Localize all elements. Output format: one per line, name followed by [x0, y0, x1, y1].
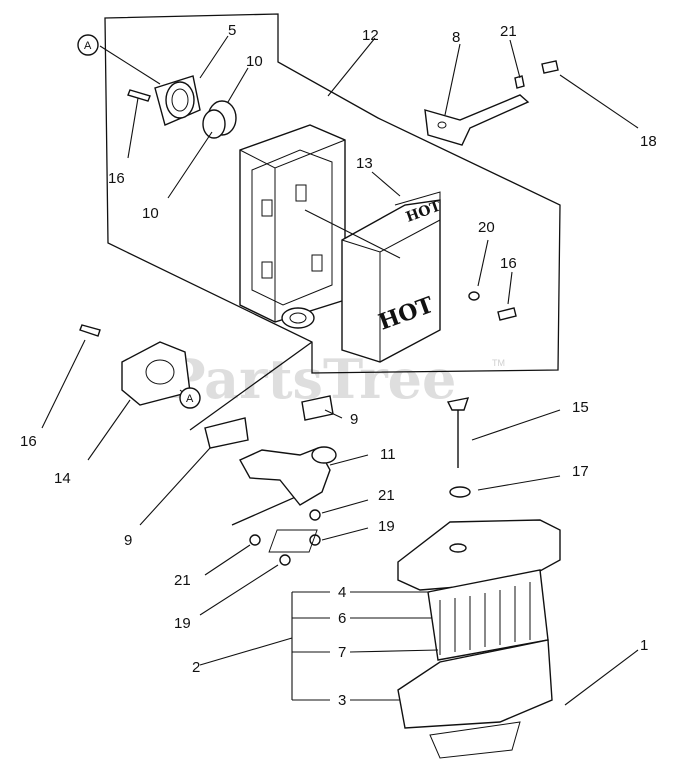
part-number: 18 [640, 133, 657, 150]
nut-21-upper-part [309, 509, 321, 521]
bracket-part [424, 94, 530, 146]
part-number: 1 [640, 637, 648, 654]
wing-bolt-part [446, 397, 470, 468]
callout-a-top-label: A [84, 40, 92, 52]
nut-19-lower-part [279, 554, 291, 566]
part-number: 19 [378, 518, 395, 535]
callout-a-bottom [179, 387, 201, 409]
heat-shield-part: HOT HOT [341, 191, 444, 363]
part-number: 17 [572, 463, 589, 480]
washer-20-part [468, 291, 480, 301]
part-number: 20 [478, 219, 495, 236]
sealing-ring-part [202, 100, 237, 139]
part-number: 10 [246, 53, 263, 70]
flange-gasket-part [154, 75, 201, 126]
part-number: 11 [380, 446, 396, 463]
air-cleaner-cover-part [397, 519, 561, 591]
bolt-18-part [541, 60, 559, 74]
shield-leader [304, 209, 401, 259]
air-cleaner-base-part [397, 639, 553, 729]
callout-a-top [77, 34, 99, 56]
part-number: 5 [228, 22, 236, 39]
bolt-16-left-part [79, 324, 101, 337]
part-number: 6 [338, 610, 346, 627]
part-number: 21 [378, 487, 395, 504]
watermark-trademark: TM [492, 358, 505, 368]
bolt-top-part [127, 89, 151, 102]
part-number: 9 [350, 411, 358, 428]
part-number: 21 [174, 572, 191, 589]
exhaust-elbow-part [239, 446, 337, 506]
part-number: 15 [572, 399, 589, 416]
washer-17-part [449, 486, 471, 498]
part-number: 4 [338, 584, 346, 601]
nut-21-lower-part [249, 534, 261, 546]
part-number: 9 [124, 532, 132, 549]
part-number: 21 [500, 23, 517, 40]
part-number: 14 [54, 470, 71, 487]
part-number: 3 [338, 692, 346, 709]
bolt-16-right-part [497, 307, 517, 321]
part-number: 19 [174, 615, 191, 632]
part-number: 16 [500, 255, 517, 272]
part-number: 2 [192, 659, 200, 676]
frame-leader [189, 341, 313, 431]
part-number: 16 [108, 170, 125, 187]
muffler-body-part [239, 124, 346, 329]
part-number: 12 [362, 27, 379, 44]
part-number: 8 [452, 29, 460, 46]
part-number: 7 [338, 644, 346, 661]
air-cleaner-assembly [268, 519, 561, 759]
muffler-assembly-frame [104, 13, 561, 374]
part-number: 16 [20, 433, 37, 450]
part-number: 13 [356, 155, 373, 172]
callout-a-bottom-label: A [186, 393, 194, 405]
gasket-9-left-part [204, 417, 249, 449]
part-number: 10 [142, 205, 159, 222]
